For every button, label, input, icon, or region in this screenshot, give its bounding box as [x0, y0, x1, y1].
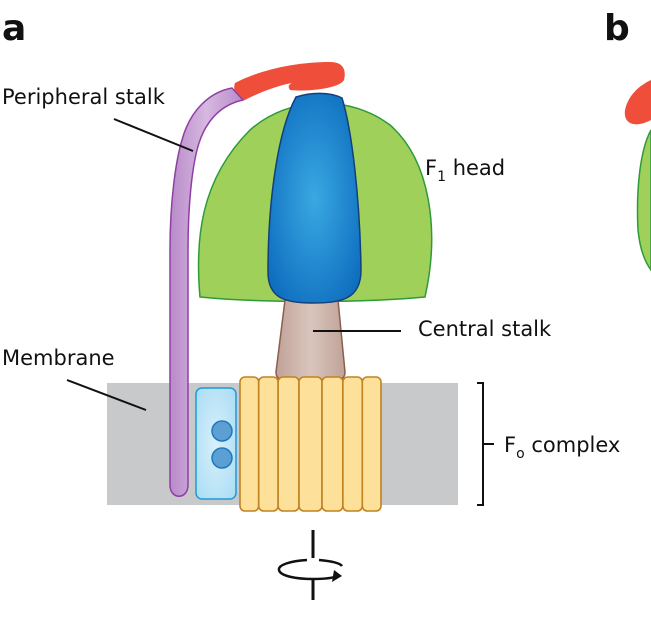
fo-bracket	[477, 382, 484, 506]
c-ring-segment	[361, 376, 382, 512]
c-ring-segment	[257, 376, 279, 512]
f1-head-label: F1 head	[425, 156, 505, 185]
central-stalk	[275, 299, 346, 381]
peripheral-stalk-label: Peripheral stalk	[2, 85, 166, 109]
c-ring	[239, 376, 382, 512]
panel-label-a: a	[2, 8, 26, 49]
c-ring-segment	[321, 376, 344, 512]
c-ring-segment	[342, 376, 364, 512]
membrane-leader	[66, 379, 147, 411]
panel-label-b: b	[604, 8, 630, 49]
fo-complex-label: Fo complex	[504, 433, 620, 462]
c-ring-segment	[277, 376, 300, 512]
c-ring-segment	[298, 376, 323, 512]
stator-cap	[234, 62, 345, 100]
central-subunit	[267, 92, 362, 304]
rotation-arrow-icon	[277, 530, 344, 600]
peripheral-stalk	[169, 87, 245, 497]
panel-b-f1-head	[636, 129, 651, 272]
membrane-label: Membrane	[2, 346, 115, 370]
peripheral-stalk-leader	[113, 118, 194, 152]
c-ring-segment	[239, 376, 260, 512]
subunit-a	[195, 387, 237, 500]
proton-site-2	[211, 447, 233, 469]
proton-site-1	[211, 420, 233, 442]
central-stalk-label: Central stalk	[418, 317, 552, 341]
panel-b-stator-cap	[624, 80, 651, 125]
